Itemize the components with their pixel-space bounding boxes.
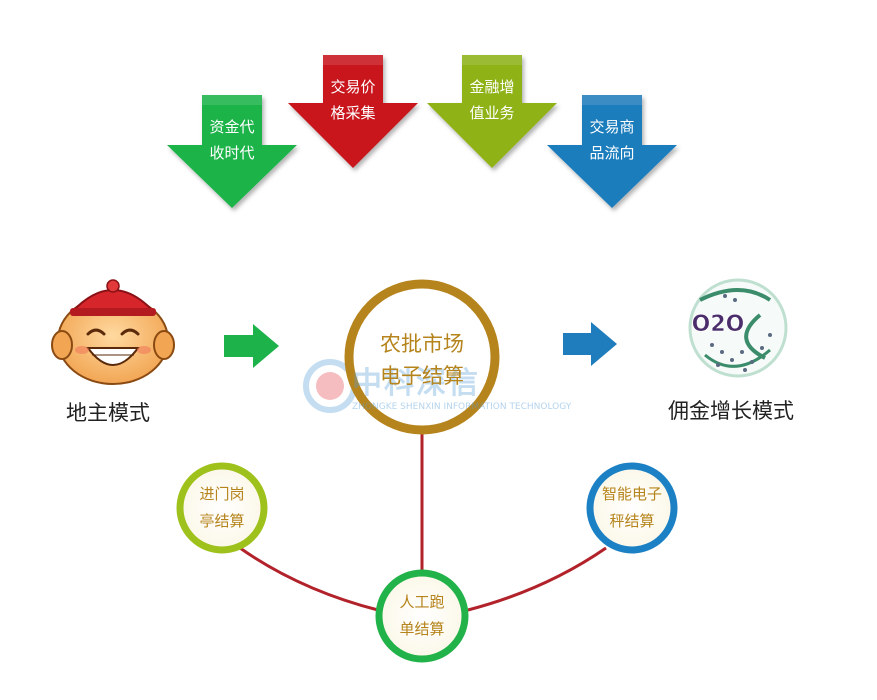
left-mode-label: 地主模式 <box>66 401 150 425</box>
top-arrow-3-line1: 金融增 <box>469 78 515 96</box>
node-bottom-line1: 人工跑 <box>399 593 445 611</box>
o2o-logo-icon: O2O <box>688 278 788 378</box>
top-arrow-3 <box>427 55 557 168</box>
node-left-line1: 进门岗 <box>199 485 245 503</box>
top-arrow-4 <box>547 95 677 208</box>
center-line1: 农批市场 <box>380 332 464 356</box>
top-arrow-3-line2: 值业务 <box>469 104 515 122</box>
center-label: 农批市场 电子结算 <box>352 328 492 392</box>
top-arrow-2-label: 交易价 格采集 <box>308 74 398 126</box>
top-arrow-1-line1: 资金代 <box>209 118 255 136</box>
landlord-mascot-icon <box>51 279 175 385</box>
center-line2: 电子结算 <box>380 364 464 388</box>
top-arrow-4-line1: 交易商 <box>589 118 635 136</box>
top-arrow-1-label: 资金代 收时代 <box>187 114 277 166</box>
blue-right-arrow <box>563 322 617 366</box>
green-right-arrow <box>224 324 279 368</box>
top-arrow-2 <box>288 55 418 168</box>
top-arrow-3-label: 金融增 值业务 <box>447 74 537 126</box>
top-arrow-1-line2: 收时代 <box>209 144 255 162</box>
curve-right-line <box>467 546 607 612</box>
node-right-label: 智能电子 秤结算 <box>582 481 682 535</box>
top-arrow-2-line1: 交易价 <box>330 78 376 96</box>
node-bottom-label: 人工跑 单结算 <box>372 589 472 643</box>
node-left-line2: 亭结算 <box>199 512 245 530</box>
center-circle <box>344 279 500 435</box>
right-mode-label: 佣金增长模式 <box>668 399 794 423</box>
node-right-line2: 秤结算 <box>609 512 655 530</box>
curve-left-line <box>239 546 379 612</box>
top-arrow-2-line2: 格采集 <box>330 104 376 122</box>
watermark-subtitle: ZHONGKE SHENXIN INFORMATION TECHNOLOGY <box>352 402 572 412</box>
node-left-circle <box>176 462 268 554</box>
watermark-title: 中科深信 <box>352 366 480 401</box>
node-right-line1: 智能电子 <box>601 485 662 503</box>
top-arrow-4-line2: 品流向 <box>589 144 635 162</box>
top-arrow-1 <box>167 95 297 208</box>
top-arrow-4-label: 交易商 品流向 <box>567 114 657 166</box>
node-bottom-line2: 单结算 <box>399 620 445 638</box>
node-right-circle <box>586 462 678 554</box>
node-bottom-circle <box>375 569 469 663</box>
node-left-label: 进门岗 亭结算 <box>172 481 272 535</box>
o2o-logo-text: O2O <box>692 312 745 337</box>
